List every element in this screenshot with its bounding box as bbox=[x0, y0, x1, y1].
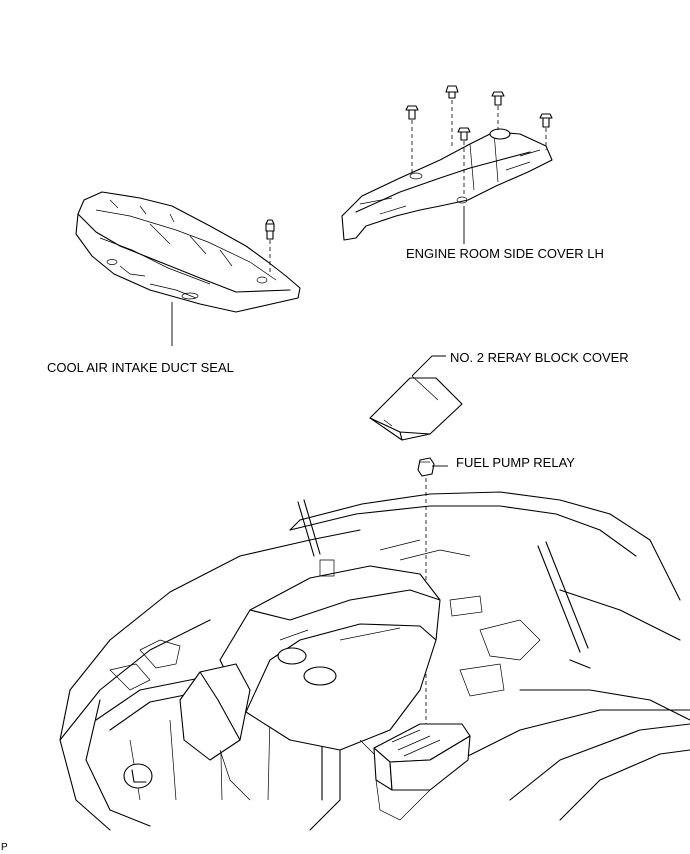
clip-side-cover-5 bbox=[539, 113, 553, 150]
engine-room-side-cover-label: ENGINE ROOM SIDE COVER LH bbox=[406, 246, 604, 261]
fuel-pump-relay-label: FUEL PUMP RELAY bbox=[456, 455, 575, 470]
cool-air-intake-duct-seal-label: COOL AIR INTAKE DUCT SEAL bbox=[47, 360, 234, 375]
cool-air-intake-duct-seal-part bbox=[75, 191, 301, 346]
corner-mark: P bbox=[1, 842, 8, 853]
vehicle-engine-bay bbox=[59, 491, 690, 831]
relay-block-cover-part bbox=[369, 355, 463, 441]
fuel-pump-relay-part bbox=[417, 457, 448, 740]
engine-room-side-cover-part bbox=[341, 128, 553, 241]
clip-side-cover-3 bbox=[491, 91, 505, 130]
clip-side-cover-1 bbox=[405, 105, 419, 176]
clip-side-cover-2 bbox=[445, 85, 459, 146]
clip-duct-seal bbox=[265, 219, 275, 274]
clip-side-cover-4 bbox=[457, 127, 471, 196]
relay-block-cover-label: NO. 2 RERAY BLOCK COVER bbox=[450, 350, 629, 365]
